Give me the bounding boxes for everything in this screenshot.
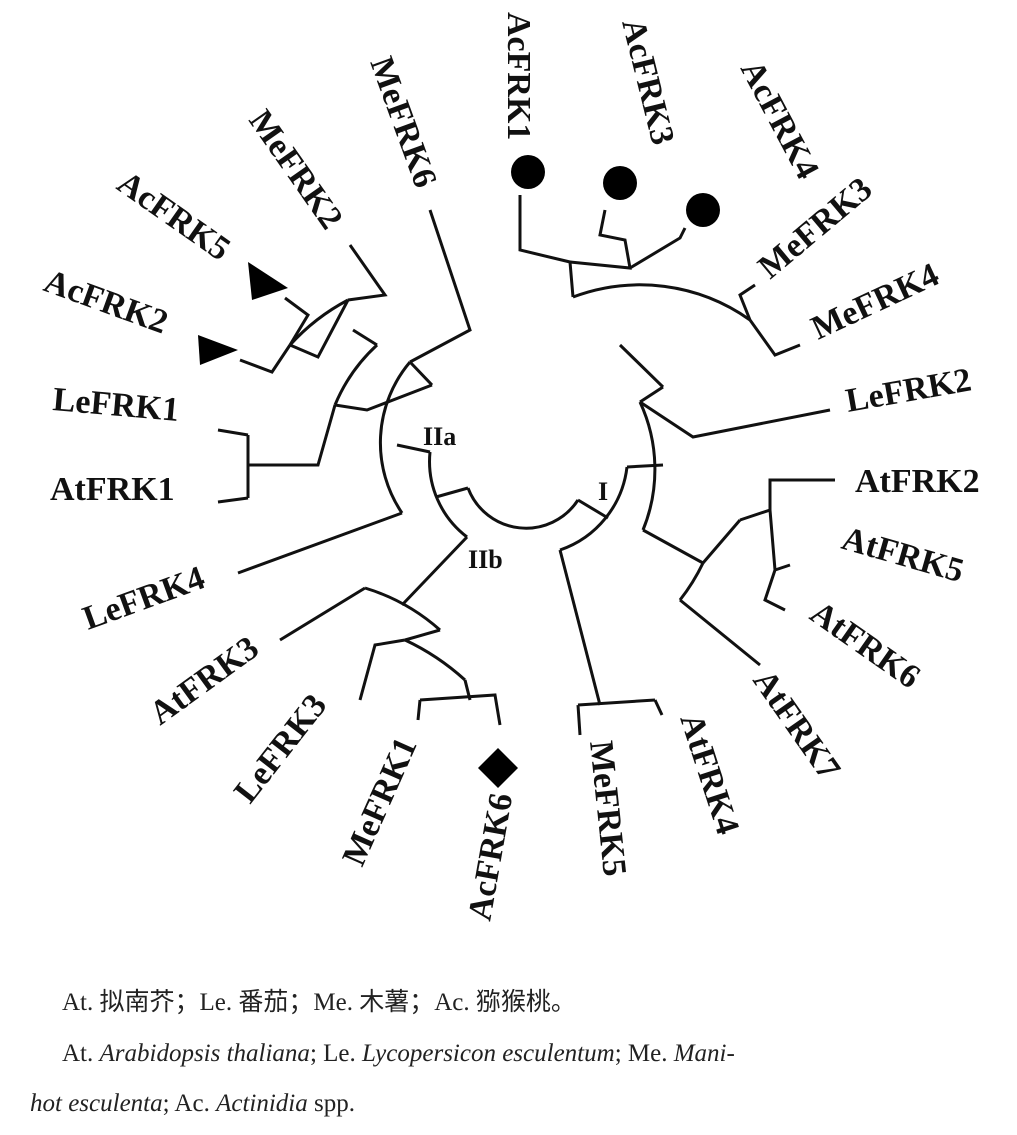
- species-name: hot esculenta: [30, 1090, 163, 1117]
- leaf-label: AcFRK2: [39, 263, 172, 342]
- caption-text: At.: [62, 1040, 94, 1067]
- caption-text: ; Ac.: [162, 1090, 210, 1117]
- phylogenetic-tree: AcFRK1 AcFRK3 AcFRK4 MeFRK3 MeFRK4 LeFRK…: [39, 12, 979, 923]
- leaf-label: AtFRK7: [745, 663, 847, 786]
- leaf-labels: AcFRK1 AcFRK3 AcFRK4 MeFRK3 MeFRK4 LeFRK…: [39, 12, 979, 923]
- clade-label-IIb: IIb: [468, 545, 503, 574]
- leaf-label: LeFRK1: [51, 381, 180, 429]
- species-name: Mani-: [673, 1040, 735, 1067]
- leaf-label: AtFRK3: [143, 629, 266, 732]
- leaf-label: LeFRK3: [227, 687, 334, 809]
- leaf-label: AcFRK4: [733, 54, 826, 185]
- caption-text: ; Me.: [614, 1040, 668, 1067]
- leaf-label: AcFRK3: [614, 15, 681, 149]
- species-name: Arabidopsis thaliana: [99, 1040, 310, 1067]
- leaf-label: MeFRK3: [751, 170, 879, 286]
- leaf-label: MeFRK4: [806, 256, 945, 347]
- clade-label-I: I: [598, 477, 608, 506]
- triangle-marker-AcFRK5: [248, 262, 288, 300]
- circle-marker-AcFRK1: [511, 155, 545, 189]
- leaf-label: AtFRK6: [803, 594, 926, 696]
- leaf-label: MeFRK6: [362, 52, 443, 192]
- diamond-marker-AcFRK6: [478, 748, 518, 788]
- leaf-label: AtFRK4: [672, 709, 746, 839]
- triangle-marker-AcFRK2: [198, 335, 238, 365]
- caption-chinese: At. 拟南芥；Le. 番茄；Me. 木薯；Ac. 猕猴桃。: [62, 989, 576, 1016]
- leaf-label: AtFRK1: [50, 471, 175, 508]
- leaf-label: AcFRK5: [110, 164, 236, 268]
- circle-marker-AcFRK3: [603, 166, 637, 200]
- leaf-label: AcFRK1: [500, 12, 537, 140]
- leaf-label: LeFRK2: [843, 361, 974, 419]
- leaf-label: MeFRK2: [241, 103, 349, 236]
- leaf-label: LeFRK4: [78, 559, 210, 637]
- species-name: Actinidia: [216, 1090, 308, 1117]
- clade-label-IIa: IIa: [423, 422, 456, 451]
- caption-text: ; Le.: [309, 1040, 356, 1067]
- caption-text: spp.: [313, 1090, 355, 1117]
- leaf-label: AtFRK2: [855, 463, 980, 500]
- caption-latin-line2: hot esculenta; Ac. Actinidia spp.: [30, 1090, 355, 1118]
- leaf-markers: [198, 155, 720, 788]
- clade-labels: IIa I IIb: [423, 422, 608, 574]
- leaf-label: MeFRK5: [582, 739, 633, 878]
- species-name: Lycopersicon esculentum: [362, 1040, 615, 1067]
- caption-latin-line1: At. Arabidopsis thaliana; Le. Lycopersic…: [62, 1040, 982, 1068]
- leaf-label: MeFRK1: [336, 732, 425, 871]
- leaf-label: AcFRK6: [461, 790, 520, 923]
- tree-branches: [217, 195, 835, 736]
- circle-marker-AcFRK4: [686, 193, 720, 227]
- leaf-label: AtFRK5: [838, 520, 968, 590]
